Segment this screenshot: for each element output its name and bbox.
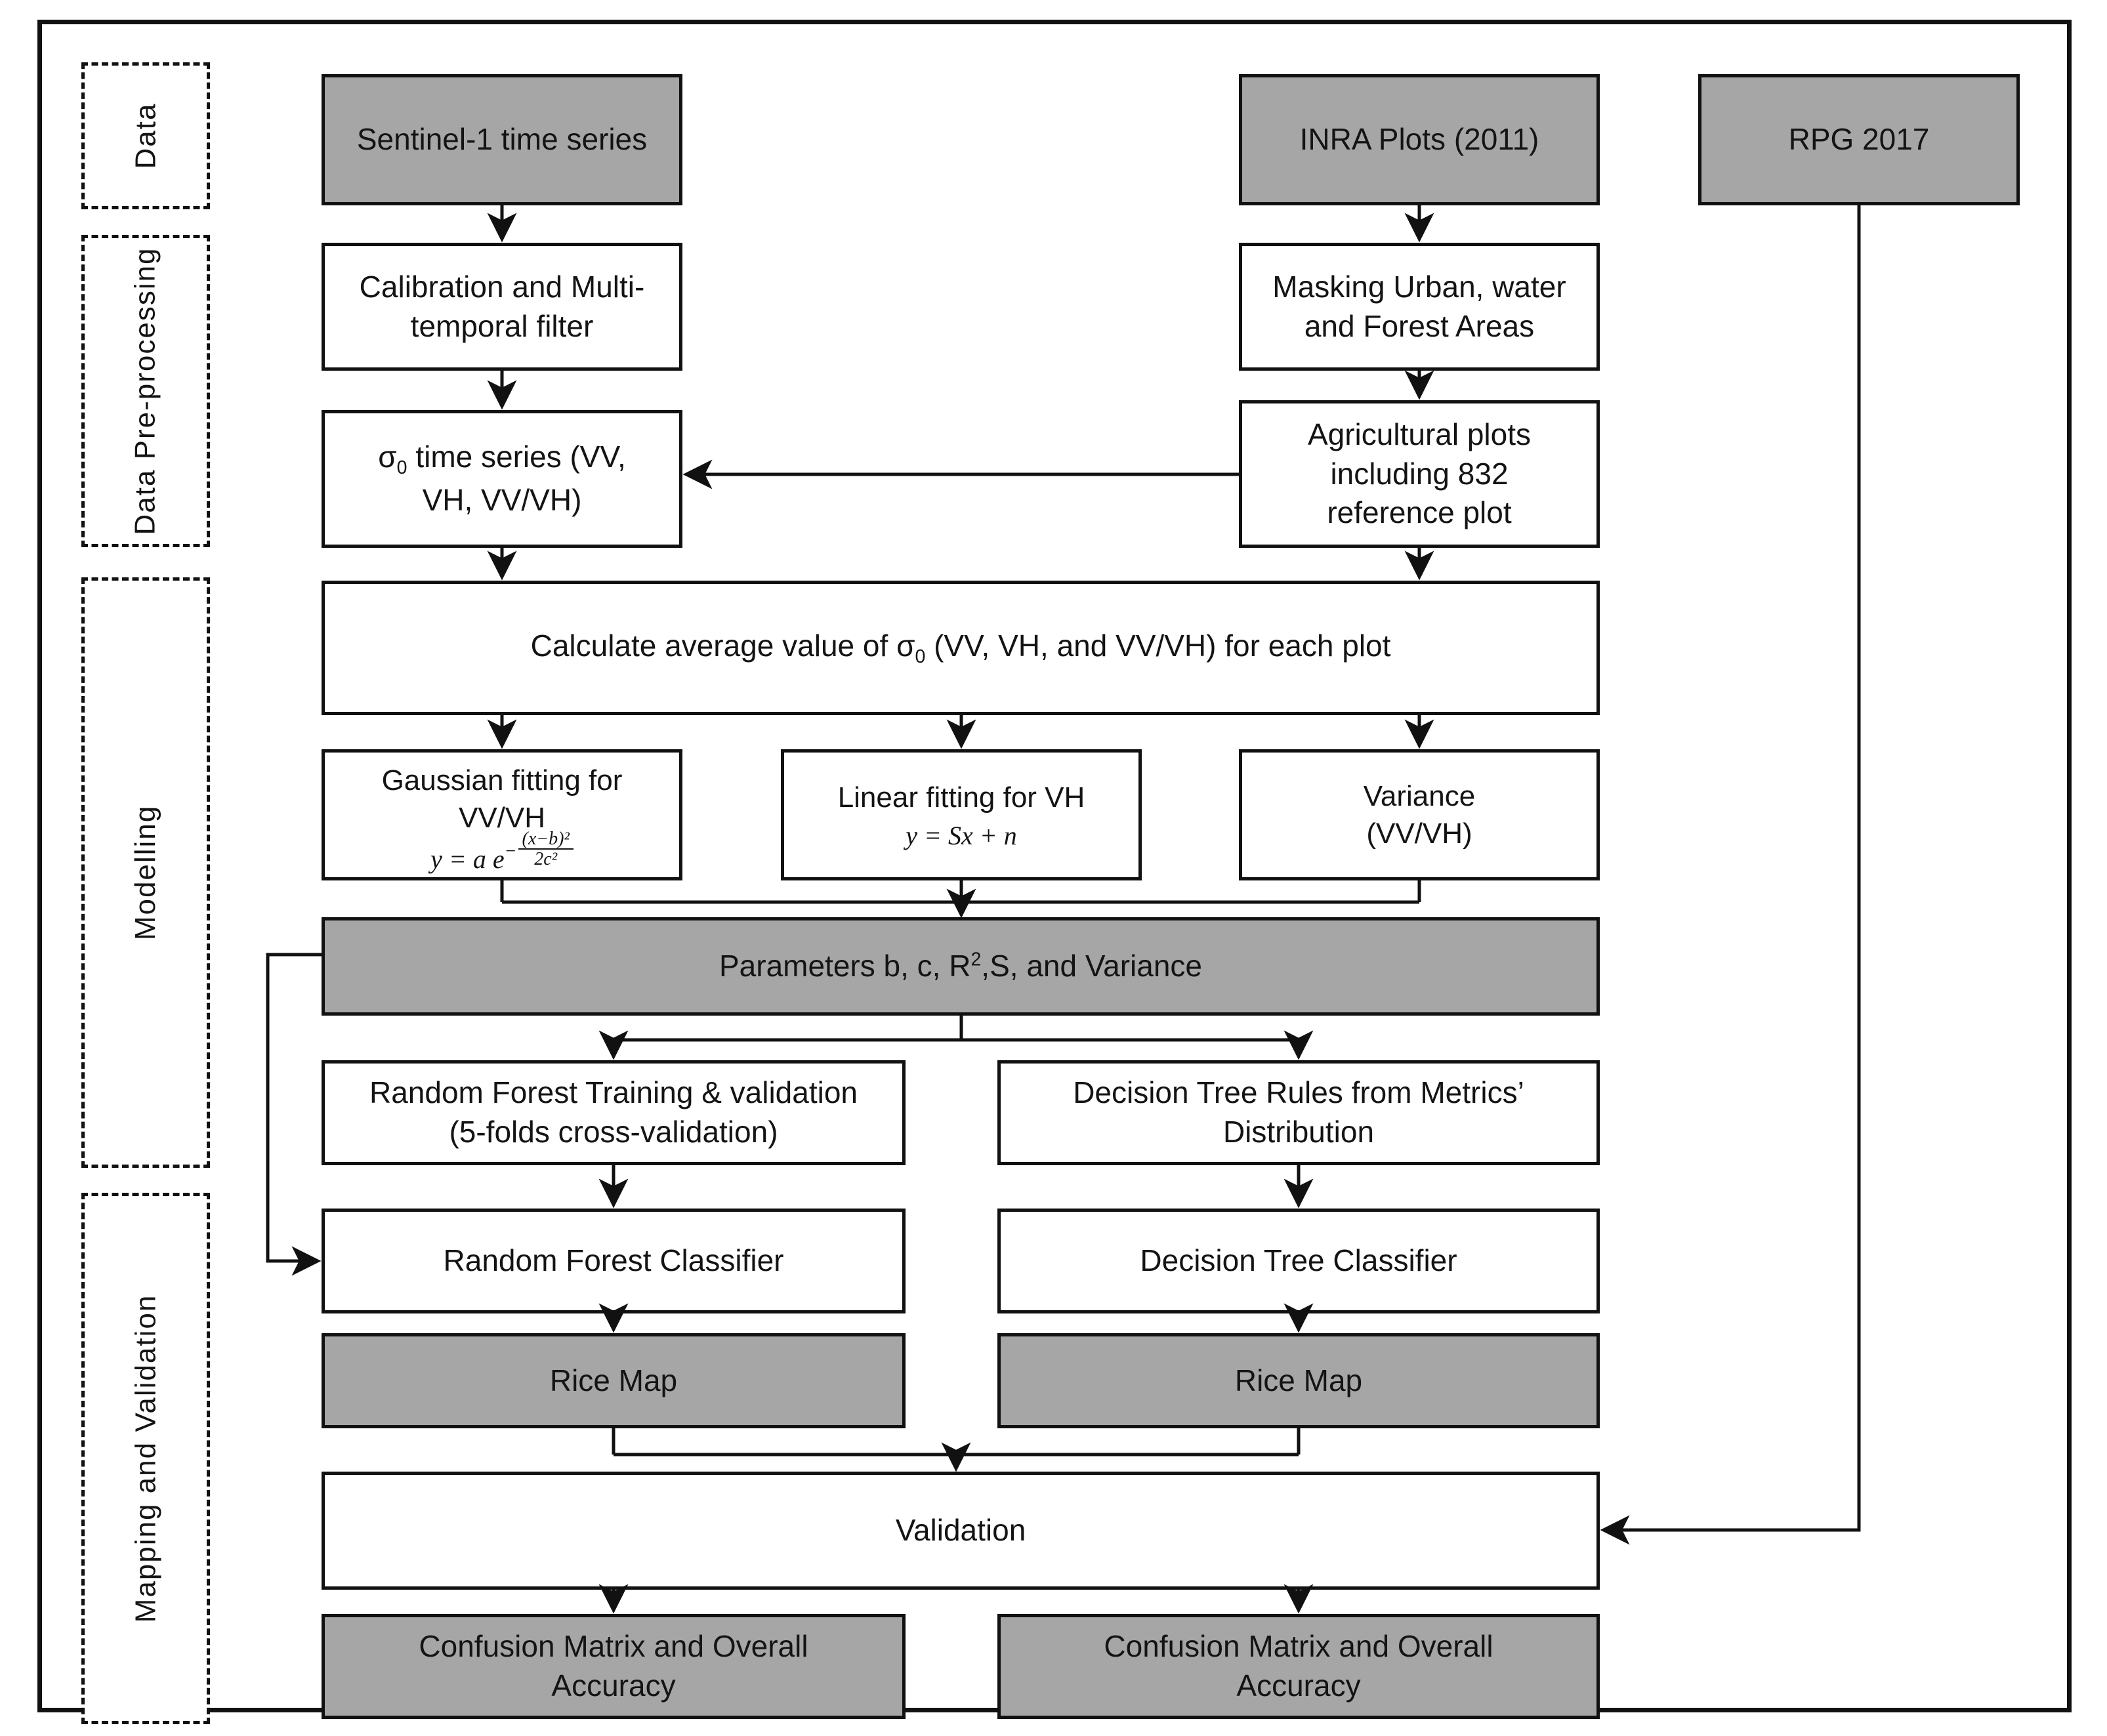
node-label-rf-classifier: Random Forest Classifier	[443, 1243, 784, 1278]
node-rice-map-left[interactable]: Rice Map	[322, 1333, 906, 1428]
phase-label-modelling: Modelling	[129, 804, 161, 941]
gaussian-title: Gaussian fitting for VV/VH	[381, 764, 623, 835]
average-sigma-symbol: σ	[896, 628, 915, 663]
node-masking-urban-water-forest[interactable]: Masking Urban, water and Forest Areas	[1239, 243, 1600, 371]
gaussian-eq-base: y = a e	[430, 844, 505, 875]
node-agricultural-plots[interactable]: Agricultural plots including 832 referen…	[1239, 400, 1600, 548]
node-decision-tree-rules[interactable]: Decision Tree Rules from Metrics’ Distri…	[997, 1060, 1600, 1165]
node-linear-fitting[interactable]: Linear fitting for VH y = Sx + n	[781, 749, 1142, 880]
phase-label-data: Data	[129, 102, 161, 169]
node-label-confusion-right: Confusion Matrix and Overall Accuracy	[1104, 1629, 1493, 1703]
average-sigma-subscript: 0	[915, 646, 926, 668]
linear-equation: y = Sx + n	[906, 820, 1017, 850]
node-label-rf-training: Random Forest Training & validation (5-f…	[369, 1075, 858, 1149]
node-inra-plots[interactable]: INRA Plots (2011)	[1239, 74, 1600, 205]
phase-label-preprocessing: Data Pre-processing	[129, 247, 162, 535]
node-sentinel-1-time-series[interactable]: Sentinel-1 time series	[322, 74, 682, 205]
node-random-forest-classifier[interactable]: Random Forest Classifier	[322, 1209, 906, 1313]
phase-box-modelling: Modelling	[81, 577, 210, 1168]
node-label-parameters: Parameters b, c, R2,S, and Variance	[719, 947, 1202, 986]
node-label-variance: Variance (VV/VH)	[1363, 779, 1476, 850]
gaussian-eq-denominator: 2c²	[534, 849, 558, 870]
node-label-confusion-left: Confusion Matrix and Overall Accuracy	[419, 1629, 808, 1703]
node-confusion-matrix-right[interactable]: Confusion Matrix and Overall Accuracy	[997, 1614, 1600, 1719]
node-label-linear: Linear fitting for VH y = Sx + n	[838, 779, 1085, 850]
average-text-before: Calculate average value of	[530, 628, 897, 663]
node-label-calibration: Calibration and Multi- temporal filter	[359, 269, 645, 343]
gaussian-eq-numerator: (x−b)²	[518, 829, 574, 850]
parameters-text-before: Parameters b, c, R	[719, 949, 971, 983]
node-calculate-average[interactable]: Calculate average value of σ0 (VV, VH, a…	[322, 581, 1600, 715]
parameters-exponent: 2	[970, 949, 982, 970]
average-text-after: (VV, VH, and VV/VH) for each plot	[925, 628, 1391, 663]
phase-box-data: Data	[81, 62, 210, 209]
node-rpg-2017[interactable]: RPG 2017	[1698, 74, 2020, 205]
node-variance[interactable]: Variance (VV/VH)	[1239, 749, 1600, 880]
phase-box-mapping: Mapping and Validation	[81, 1193, 210, 1724]
node-label-rice-map-right: Rice Map	[1234, 1363, 1363, 1397]
node-parameters[interactable]: Parameters b, c, R2,S, and Variance	[322, 917, 1600, 1016]
node-label-average: Calculate average value of σ0 (VV, VH, a…	[531, 627, 1391, 669]
sigma-symbol: σ	[378, 440, 397, 474]
node-random-forest-training[interactable]: Random Forest Training & validation (5-f…	[322, 1060, 906, 1165]
node-label-agri-plots: Agricultural plots including 832 referen…	[1307, 417, 1532, 530]
sigma-series-text: time series (VV, VH, VV/VH)	[415, 440, 626, 517]
node-label-sigma-series: σ0 time series (VV, VH, VV/VH)	[378, 438, 625, 520]
node-sigma0-time-series[interactable]: σ0 time series (VV, VH, VV/VH)	[322, 410, 682, 548]
node-calibration-multitemporal-filter[interactable]: Calibration and Multi- temporal filter	[322, 243, 682, 371]
node-label-dt-rules: Decision Tree Rules from Metrics’ Distri…	[1073, 1075, 1524, 1149]
node-label-sentinel: Sentinel-1 time series	[356, 122, 648, 157]
node-validation[interactable]: Validation	[322, 1472, 1600, 1590]
node-label-dt-classifier: Decision Tree Classifier	[1140, 1243, 1457, 1278]
phase-label-mapping: Mapping and Validation	[129, 1294, 162, 1623]
gaussian-eq-minus: −	[504, 840, 517, 861]
phase-box-preprocessing: Data Pre-processing	[81, 235, 210, 547]
node-rice-map-right[interactable]: Rice Map	[997, 1333, 1600, 1428]
node-label-masking: Masking Urban, water and Forest Areas	[1272, 269, 1566, 343]
linear-title: Linear fitting for VH	[837, 781, 1085, 814]
node-label-inra: INRA Plots (2011)	[1299, 122, 1539, 157]
sigma-subscript: 0	[396, 457, 407, 479]
node-label-rice-map-left: Rice Map	[549, 1363, 678, 1397]
node-confusion-matrix-left[interactable]: Confusion Matrix and Overall Accuracy	[322, 1614, 906, 1719]
node-label-rpg: RPG 2017	[1788, 122, 1930, 157]
node-label-validation: Validation	[895, 1513, 1026, 1548]
parameters-text-after: ,S, and Variance	[981, 949, 1202, 983]
node-decision-tree-classifier[interactable]: Decision Tree Classifier	[997, 1209, 1600, 1313]
